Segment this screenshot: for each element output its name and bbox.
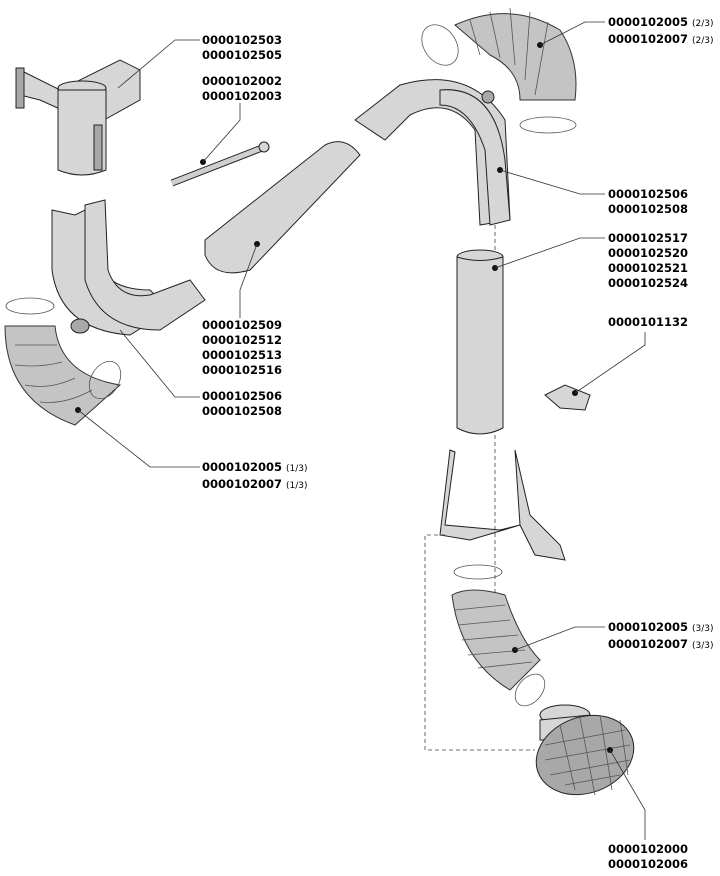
callout-left-hose: 0000102005(1/3) 0000102007(1/3)	[202, 460, 308, 491]
callout-hood: 0000102000 0000102006	[608, 842, 689, 871]
callout-clamp: 0000101132	[608, 315, 689, 329]
bottom-hose-part	[451, 564, 546, 707]
leader-lines	[77, 21, 646, 840]
left-hose-part	[4, 297, 122, 426]
top-swivel-joint-part	[354, 79, 511, 226]
callout-gas-spring: 0000102002 0000102003	[202, 74, 283, 103]
callout-top-swivel: 0000102506 0000102508	[608, 187, 689, 216]
wall-bracket-part	[15, 59, 141, 176]
callout-wall-bracket: 0000102503 0000102505	[202, 33, 283, 62]
left-swivel-joint-part	[51, 199, 206, 336]
extraction-hood-part	[535, 704, 635, 796]
callout-bottom-hose: 0000102005(3/3) 0000102007(3/3)	[608, 620, 714, 651]
callout-vertical-tube: 0000102517 0000102520 0000102521 0000102…	[608, 231, 689, 290]
callout-top-hose: 0000102005(2/3) 0000102007(2/3)	[608, 15, 714, 46]
clamp-part	[544, 384, 591, 411]
top-hose-part	[421, 7, 577, 134]
gas-spring-part	[170, 141, 270, 187]
callout-left-swivel: 0000102506 0000102508	[202, 389, 283, 418]
vertical-tube-part	[456, 249, 504, 435]
handle-part	[439, 449, 566, 561]
callout-arm-tube: 0000102509 0000102512 0000102513 0000102…	[202, 318, 283, 377]
